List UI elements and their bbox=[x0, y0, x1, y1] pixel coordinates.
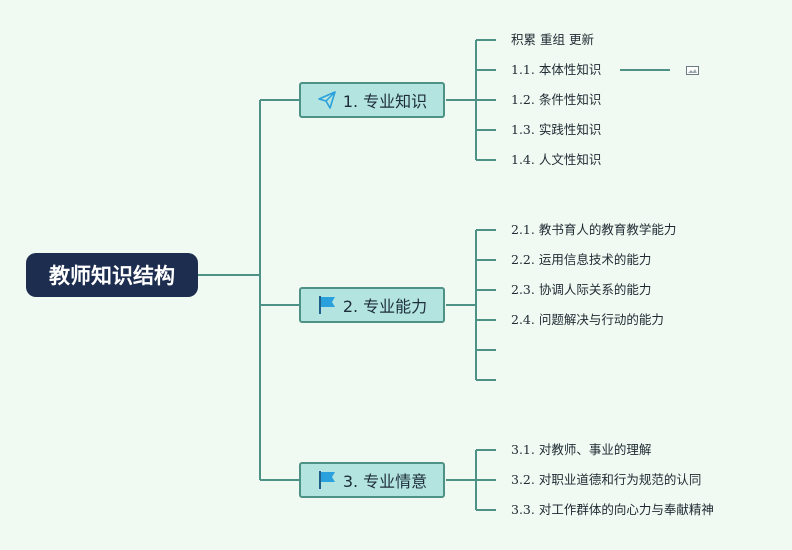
leaf-item[interactable]: 2.4.问题解决与行动的能力 bbox=[511, 312, 664, 328]
leaf-item[interactable]: 1.4.人文性知识 bbox=[511, 152, 601, 168]
leaf-item[interactable]: 2.1.教书育人的教育教学能力 bbox=[511, 222, 676, 238]
leaf-number: 1.4. bbox=[511, 152, 535, 167]
branch-label: 2. 专业能力 bbox=[342, 297, 428, 316]
leaf-item[interactable]: 3.3.对工作群体的向心力与奉献精神 bbox=[511, 502, 714, 518]
leaf-number: 1.2. bbox=[511, 92, 535, 107]
leaf-number: 3.3. bbox=[511, 502, 535, 517]
leaf-text: 对工作群体的向心力与奉献精神 bbox=[538, 502, 714, 517]
flag-icon bbox=[317, 470, 337, 490]
branch-label: 3. 专业情意 bbox=[342, 472, 428, 491]
leaf-text: 问题解决与行动的能力 bbox=[538, 312, 664, 327]
leaf-number: 2.2. bbox=[511, 252, 535, 267]
flag-icon bbox=[317, 295, 337, 315]
leaf-item[interactable]: 1.3.实践性知识 bbox=[511, 122, 601, 138]
leaf-number: 1.3. bbox=[511, 122, 535, 137]
leaf-text: 对职业道德和行为规范的认同 bbox=[538, 472, 702, 487]
leaf-text: 协调人际关系的能力 bbox=[538, 282, 652, 297]
leaf-item[interactable]: 1.1.本体性知识 bbox=[511, 62, 601, 78]
leaf-text: 本体性知识 bbox=[538, 62, 602, 77]
root-node[interactable]: 教师知识结构 bbox=[26, 253, 198, 297]
leaf-item[interactable]: 积累 重组 更新 bbox=[511, 32, 594, 48]
leaf-item[interactable]: 3.2.对职业道德和行为规范的认同 bbox=[511, 472, 701, 488]
leaf-number: 2.3. bbox=[511, 282, 535, 297]
leaf-number: 1.1. bbox=[511, 62, 535, 77]
leaf-number: 3.1. bbox=[511, 442, 535, 457]
leaf-item[interactable]: 3.1.对教师、事业的理解 bbox=[511, 442, 651, 458]
leaf-item[interactable]: 2.2.运用信息技术的能力 bbox=[511, 252, 651, 268]
leaf-number: 2.4. bbox=[511, 312, 535, 327]
leaf-item[interactable]: 1.2.条件性知识 bbox=[511, 92, 601, 108]
image-placeholder-icon[interactable] bbox=[686, 66, 699, 75]
branch-label: 1. 专业知识 bbox=[342, 92, 428, 111]
branch-professional-ability[interactable]: 2. 专业能力 bbox=[299, 287, 445, 323]
leaf-item[interactable]: 2.3.协调人际关系的能力 bbox=[511, 282, 651, 298]
leaf-text: 条件性知识 bbox=[538, 92, 602, 107]
branch-professional-knowledge[interactable]: 1. 专业知识 bbox=[299, 82, 445, 118]
leaf-text: 实践性知识 bbox=[538, 122, 602, 137]
leaf-number: 3.2. bbox=[511, 472, 535, 487]
leaf-text: 积累 重组 更新 bbox=[511, 32, 594, 47]
root-title: 教师知识结构 bbox=[49, 264, 175, 288]
paper-plane-icon bbox=[317, 90, 337, 110]
leaf-number: 2.1. bbox=[511, 222, 535, 237]
leaf-text: 人文性知识 bbox=[538, 152, 602, 167]
leaf-text: 教书育人的教育教学能力 bbox=[538, 222, 677, 237]
leaf-text: 运用信息技术的能力 bbox=[538, 252, 652, 267]
branch-professional-sentiment[interactable]: 3. 专业情意 bbox=[299, 462, 445, 498]
leaf-text: 对教师、事业的理解 bbox=[538, 442, 652, 457]
